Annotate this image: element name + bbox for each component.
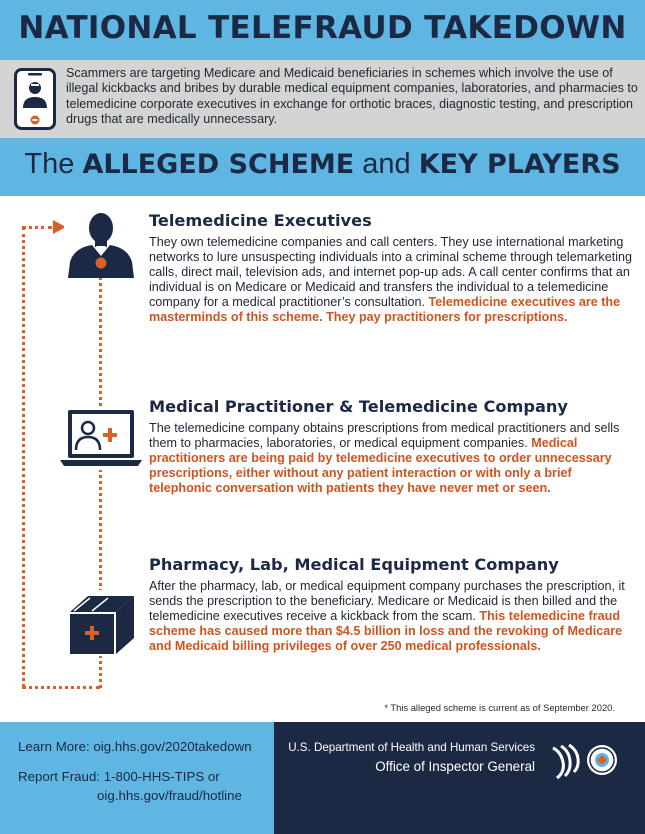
report-fraud-hotline-link[interactable]: oig.hhs.gov/fraud/hotline (97, 788, 242, 803)
laptop-doctor-icon (60, 410, 142, 466)
scheme-heading-bold-1: ALLEGED SCHEME (82, 149, 355, 180)
section-text: They own telemedicine companies and call… (149, 235, 633, 310)
executive-silhouette-icon (68, 213, 134, 278)
intro-band (0, 60, 645, 138)
footer-right-panel (274, 722, 645, 834)
report-fraud-line[interactable]: Report Fraud: 1-800-HHS-TIPS or (18, 769, 220, 784)
section-highlight: Telemedicine executives are the mastermi… (149, 295, 621, 325)
scheme-heading-mid: and (354, 148, 419, 180)
medical-box-icon (70, 596, 134, 654)
section-text: After the pharmacy, lab, or medical equi… (149, 579, 625, 624)
department-name: U.S. Department of Health and Human Serv… (288, 741, 535, 754)
title-bar (0, 0, 645, 60)
footer-left-panel (0, 722, 274, 834)
flow-arrow-icon (53, 220, 66, 234)
section-body-telemedicine-executives: They own telemedicine companies and call… (149, 235, 637, 326)
section-highlight: Medical practitioners are being paid by … (149, 436, 612, 496)
flow-line-center (99, 270, 102, 688)
box-icon-wrap (64, 590, 138, 656)
oig-seal-icon (587, 745, 617, 775)
section-highlight: This telemedicine fraud scheme has cause… (149, 609, 623, 654)
phone-doctor-icon (14, 68, 56, 130)
learn-more-link[interactable]: Learn More: oig.hhs.gov/2020takedown (18, 739, 252, 754)
office-name: Office of Inspector General (375, 759, 535, 774)
scheme-heading-prefix: The (24, 148, 83, 180)
flow-line-bottom (22, 686, 100, 689)
section-title-telemedicine-executives: Telemedicine Executives (149, 211, 372, 230)
laptop-icon-wrap (58, 406, 144, 470)
section-title-pharmacy-lab: Pharmacy, Lab, Medical Equipment Company (149, 555, 559, 574)
scheme-band (0, 138, 645, 196)
section-text: The telemedicine company obtains prescri… (149, 421, 620, 451)
page-title: NATIONAL TELEFRAUD TAKEDOWN (18, 10, 627, 46)
section-title-medical-practitioner: Medical Practitioner & Telemedicine Comp… (149, 397, 568, 416)
scheme-heading-bold-2: KEY PLAYERS (418, 149, 621, 180)
scheme-heading: The ALLEGED SCHEME and KEY PLAYERS (0, 148, 645, 181)
section-body-pharmacy-lab: After the pharmacy, lab, or medical equi… (149, 579, 637, 654)
section-body-medical-practitioner: The telemedicine company obtains prescri… (149, 421, 637, 496)
flow-line-top (22, 226, 52, 229)
intro-text: Scammers are targeting Medicare and Medi… (66, 66, 638, 127)
hhs-eagle-logo-icon (552, 743, 580, 780)
footnote: * This alleged scheme is current as of S… (384, 702, 615, 713)
flow-line-left (22, 227, 25, 687)
executive-icon-wrap (64, 208, 138, 278)
